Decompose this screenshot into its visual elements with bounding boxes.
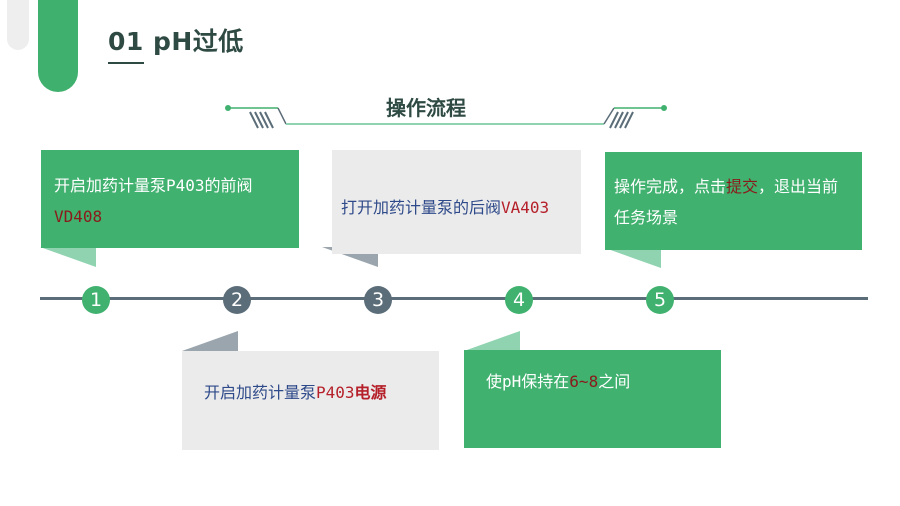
step5-submit-highlight: 提交 [726, 177, 759, 196]
step3-valve-id: VA403 [501, 198, 550, 217]
flow-title-ornament [225, 105, 667, 129]
step1-text-2: 的前阀 [204, 176, 253, 195]
step-marker-4: 4 [505, 286, 533, 314]
step4-pointer [464, 331, 520, 351]
step2-pump-id: P403 [316, 383, 355, 402]
title-underline [108, 62, 144, 64]
step-marker-1: 1 [82, 286, 110, 314]
decorative-tab-green [38, 0, 78, 92]
step1-text: 开启加药计量泵 [54, 176, 167, 195]
flow-title: 操作流程 [386, 96, 466, 120]
step1-valve-id: VD408 [54, 207, 103, 226]
step4-range: 6~8 [569, 372, 599, 391]
step5-text: 操作完成，点击 [614, 177, 727, 196]
step-card-2: 开启加药计量泵P403电源 [182, 351, 439, 450]
step-marker-3: 3 [364, 286, 392, 314]
step3-text: 打开加药计量泵的后阀 [341, 198, 502, 217]
step-card-4: 使pH保持在6~8之间 [464, 350, 721, 448]
decorative-tab-grey [7, 0, 29, 50]
step4-text-2: 保持在 [521, 372, 570, 391]
page-title: 01 pH过低 [108, 27, 244, 56]
step4-text: 使 [486, 372, 503, 391]
step2-pointer [182, 331, 238, 351]
step-card-3: 打开加药计量泵的后阀VA403 [332, 150, 581, 254]
step4-ph: pH [502, 372, 522, 391]
step-card-5: 操作完成，点击提交，退出当前任务场景 [605, 152, 862, 250]
step-card-1: 开启加药计量泵P403的前阀 VD408 [41, 150, 299, 248]
step2-text: 开启加药计量泵 [204, 383, 317, 402]
step-marker-5: 5 [646, 286, 674, 314]
step1-pointer [40, 247, 96, 267]
step-marker-2: 2 [223, 286, 251, 314]
timeline-line [40, 297, 868, 300]
step5-text-2: ，退出当前任务场景 [614, 177, 839, 227]
step5-pointer [605, 248, 661, 268]
step1-pump-id: P403 [166, 176, 205, 195]
step4-text-3: 之间 [598, 372, 631, 391]
step2-power-label: 电源 [354, 383, 387, 402]
